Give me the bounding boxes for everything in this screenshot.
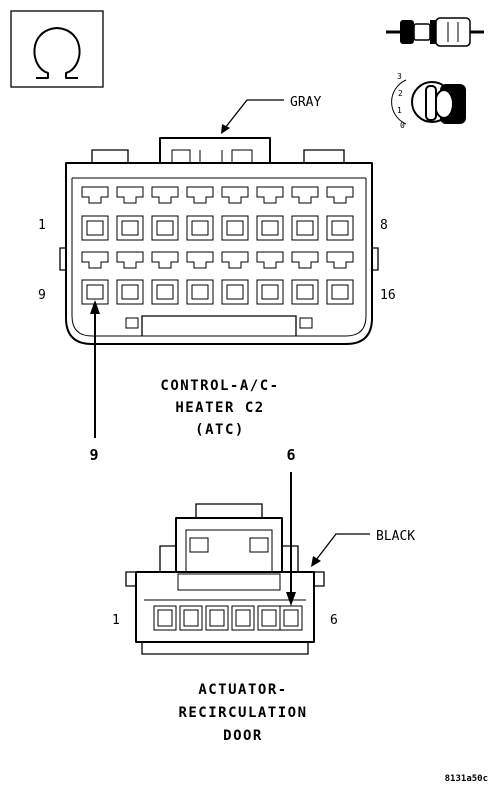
gray-leader-arrow <box>221 124 230 134</box>
c2-pin-1-label: 1 <box>38 218 46 233</box>
callout-6-label: 6 <box>286 446 295 464</box>
c2-cavity-row-2 <box>81 251 354 305</box>
callout-9-arrowhead <box>90 300 100 314</box>
actuator-title-line-2: RECIRCULATION <box>178 705 307 721</box>
black-color-label: BLACK <box>376 529 415 544</box>
ign-pos-1: 1 <box>397 106 402 115</box>
c2-pin-9-label: 9 <box>38 288 46 303</box>
figure-code: 8131a50c <box>445 774 488 784</box>
ign-pos-0: 0 <box>400 121 405 130</box>
actuator-title-line-3: DOOR <box>223 728 263 744</box>
c2-title-line-3: (ATC) <box>195 422 245 438</box>
ign-pos-2: 2 <box>398 89 403 98</box>
fuse-icon <box>386 17 484 47</box>
callout-6-arrowhead <box>286 592 296 606</box>
actuator-pin-6-label: 6 <box>330 613 338 628</box>
black-leader-line <box>315 533 370 561</box>
black-leader-arrow <box>311 556 321 567</box>
ign-pos-3: 3 <box>397 72 402 81</box>
gray-color-label: GRAY <box>290 95 321 110</box>
control-ac-heater-c2-connector <box>59 137 379 345</box>
c2-title-line-1: CONTROL-A/C- <box>160 378 279 394</box>
omega-symbol-icon <box>10 10 104 88</box>
c2-title-line-2: HEATER C2 <box>175 400 264 416</box>
c2-cavity-row-1 <box>81 186 354 241</box>
c2-pin-8-label: 8 <box>380 218 388 233</box>
ignition-key-icon: 3 2 1 0 <box>391 72 466 130</box>
gray-leader-line <box>224 99 284 129</box>
c2-pin-16-label: 16 <box>380 288 396 303</box>
actuator-pin-1-label: 1 <box>112 613 120 628</box>
callout-9-label: 9 <box>89 446 98 464</box>
actuator-recirculation-door-connector <box>125 503 325 655</box>
actuator-title-line-1: ACTUATOR- <box>198 682 287 698</box>
actuator-cavity-row <box>153 605 303 631</box>
